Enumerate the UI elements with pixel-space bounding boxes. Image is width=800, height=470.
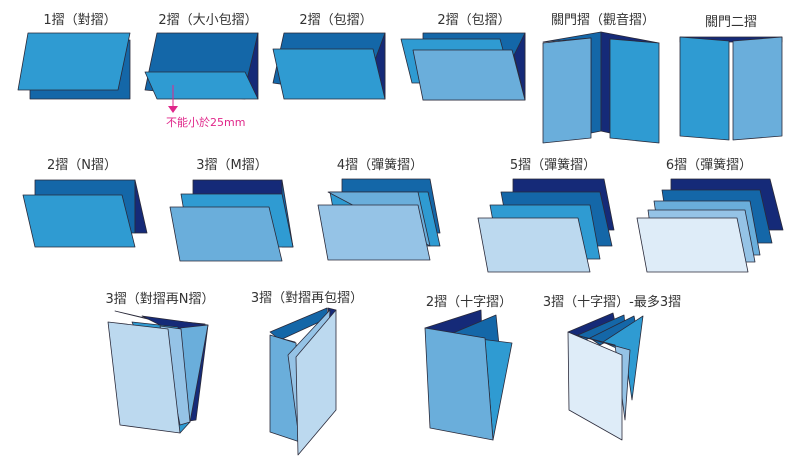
fold-accordion-5 [477, 178, 615, 273]
fold-accordion-4 [317, 178, 441, 261]
fold-gate-double [679, 36, 783, 141]
fold-label: 2摺（包摺） [299, 13, 373, 28]
fold-label: 3摺（對摺再包摺） [250, 291, 364, 306]
fold-label: 2摺（包摺） [437, 13, 511, 28]
min-size-note: 不能小於25mm [166, 116, 246, 129]
fold-label: 2摺（大小包摺） [158, 13, 258, 28]
fold-label: 關門二摺 [704, 15, 758, 30]
fold-2-wrap [272, 32, 386, 100]
fold-label: 6摺（彈簧摺） [665, 158, 753, 173]
fold-label: 3摺（對摺再N摺） [105, 292, 215, 307]
fold-n [22, 179, 148, 248]
fold-label: 1摺（對摺） [43, 13, 117, 28]
fold-1-single [17, 32, 131, 100]
fold-label: 3摺（M摺） [196, 158, 268, 173]
fold-2-wrap-b [400, 32, 526, 101]
fold-accordion-6 [636, 178, 784, 273]
fold-half-then-n [107, 310, 209, 434]
arrow-down-icon [168, 106, 178, 113]
fold-m [169, 179, 294, 262]
fold-label: 3摺（十字摺）-最多3摺 [542, 295, 682, 310]
fold-half-then-wrap [269, 307, 337, 456]
fold-label: 4摺（彈簧摺） [336, 158, 424, 173]
fold-gate [542, 31, 660, 144]
fold-label: 關門摺（觀音摺） [550, 13, 656, 28]
fold-label: 2摺（N摺） [47, 158, 117, 173]
fold-label: 5摺（彈簧摺） [509, 158, 597, 173]
fold-cross-3 [567, 312, 644, 441]
fold-label: 2摺（十字摺） [425, 295, 513, 310]
fold-2-unequal-wrap [144, 32, 259, 113]
fold-cross-2 [424, 309, 513, 441]
